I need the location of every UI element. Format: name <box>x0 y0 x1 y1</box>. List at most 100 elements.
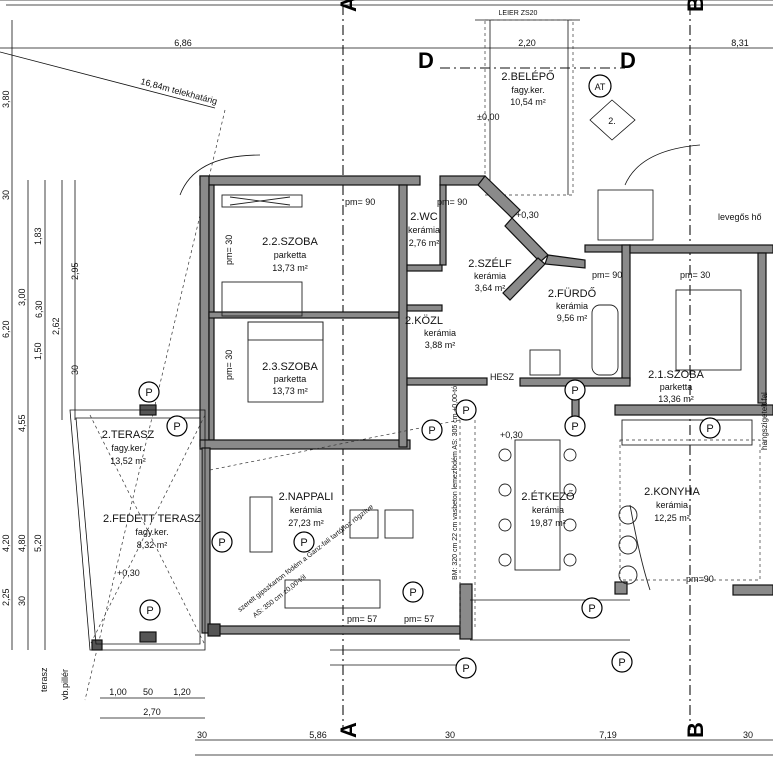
dim-bottom-5: 30 <box>743 730 753 740</box>
p-marker: P <box>611 651 633 673</box>
top-dimension-line: 6,86 2,20 8,31 LEIER ZS20 <box>0 0 773 49</box>
dim-left-5: 3,00 <box>17 288 27 306</box>
section-D-right: D <box>620 48 636 73</box>
p-marker: P <box>138 381 160 403</box>
pm90-b: pm= 90 <box>437 197 467 207</box>
note-level1: ±0,00 <box>477 112 499 122</box>
room-floor-szelf: kerámia <box>474 271 506 281</box>
property-boundary: 16,84m telekhatárig <box>0 51 226 701</box>
dim-left-9: 1,50 <box>33 342 43 360</box>
room-name-szoba22: 2.2.SZOBA <box>262 236 318 248</box>
dim-terr-total: 2,70 <box>143 707 161 717</box>
room-floor-kozl: kerámia <box>424 328 456 338</box>
note-level3: +0,30 <box>516 210 539 220</box>
section-lines: D D A A B B <box>336 0 708 738</box>
room-name-kozl: 2.KÖZL <box>405 315 443 327</box>
section-B-bottom: B <box>683 722 708 738</box>
room-area-kozl: 3,88 m² <box>425 340 456 350</box>
sound-wall-note: hangszigetelt fal <box>760 392 769 450</box>
p-marker-label: P <box>173 421 180 433</box>
note-at: AT <box>595 82 606 92</box>
pm57-b: pm= 57 <box>404 614 434 624</box>
dim-bottom-1: 30 <box>197 730 207 740</box>
curve-wall <box>179 154 261 196</box>
room-floor-konyha: kerámia <box>656 500 688 510</box>
slab-note: BM: 320 cm 22 cm vasbeton lemezfödém AS:… <box>452 384 459 580</box>
p-marker: P <box>564 415 586 437</box>
room-floor-terasz: fagy.ker. <box>111 443 144 453</box>
room-area-etkezo: 19,87 m² <box>530 518 566 528</box>
section-A-bottom: A <box>336 722 361 738</box>
note-level4: +0,30 <box>117 568 140 578</box>
p-marker: P <box>455 657 477 679</box>
room-name-furdo: 2.FÜRDŐ <box>548 286 597 300</box>
p-marker-label: P <box>146 605 153 617</box>
room-floor-szoba21: parketta <box>660 382 693 392</box>
dim-terr-3: 1,20 <box>173 687 191 697</box>
dim-left-8: 2,62 <box>51 317 61 335</box>
room-floor-belepo: fagy.ker. <box>511 85 544 95</box>
dim-left-0: 3,80 <box>1 90 11 108</box>
dim-terr-1: 1,00 <box>109 687 127 697</box>
p-marker-label: P <box>145 387 152 399</box>
room-area-wc: 2,76 m² <box>409 238 440 248</box>
room-floor-fedett: fagy.ker. <box>135 527 168 537</box>
room-name-belepo: 2.BELÉPŐ <box>501 69 555 83</box>
dim-left-16: 5,20 <box>33 534 43 552</box>
bottom-dimension-line: 30 5,86 30 7,19 30 <box>195 730 773 756</box>
dim-left-12: 4,55 <box>17 414 27 432</box>
dim-top-left: 6,86 <box>174 38 192 48</box>
pm90-d: pm=90 <box>686 574 714 584</box>
dim-bottom-3: 30 <box>445 730 455 740</box>
room-area-furdo: 9,56 m² <box>557 313 588 323</box>
p-marker: P <box>211 531 233 553</box>
p-marker: P <box>581 597 603 619</box>
room-area-fedett: 8,32 m² <box>137 540 168 550</box>
pm57-a: pm= 57 <box>347 614 377 624</box>
room-name-szoba21: 2.1.SZOBA <box>648 369 704 381</box>
room-name-szelf: 2.SZÉLF <box>468 257 512 270</box>
p-marker-label: P <box>571 385 578 397</box>
p-marker: P <box>699 417 721 439</box>
curve-wall-2 <box>624 144 701 186</box>
room-floor-szoba22: parketta <box>274 250 307 260</box>
dim-left-6: 6,30 <box>34 300 44 318</box>
p-marker-label: P <box>571 421 578 433</box>
dim-top-mid: 2,20 <box>518 38 536 48</box>
p-marker: P <box>564 379 586 401</box>
dim-bottom-2: 5,86 <box>309 730 327 740</box>
room-floor-szoba23: parketta <box>274 374 307 384</box>
room-floor-nappali: kerámia <box>290 505 322 515</box>
note-level2: +0,30 <box>500 430 523 440</box>
p-marker: P <box>293 531 315 553</box>
header-lintel: LEIER ZS20 <box>499 10 538 17</box>
dim-left-17: 2,25 <box>1 588 11 606</box>
furniture <box>221 189 753 666</box>
dim-terr-2: 50 <box>143 687 153 697</box>
entrance-canopy <box>484 19 574 196</box>
room-floor-furdo: kerámia <box>556 301 588 311</box>
p-marker: P <box>455 399 477 421</box>
room-name-etkezo: 2.ÉTKEZŐ <box>521 489 575 503</box>
room-name-wc: 2.WC <box>410 211 438 223</box>
room-area-szelf: 3,64 m² <box>475 283 506 293</box>
pm90-c: pm= 90 <box>592 270 622 280</box>
p-marker-label: P <box>409 587 416 599</box>
p-marker-label: P <box>428 425 435 437</box>
room-name-nappali: 2.NAPPALI <box>279 491 334 503</box>
room-area-konyha: 12,25 m² <box>654 513 690 523</box>
room-area-szoba23: 13,73 m² <box>272 386 308 396</box>
dim-left-7: 6,20 <box>1 320 11 338</box>
room-floor-etkezo: kerámia <box>532 505 564 515</box>
p-marker: P <box>139 599 161 621</box>
pm30-b: pm= 30 <box>224 350 234 380</box>
dim-left-1: 30 <box>1 190 11 200</box>
note-hesz: HESZ <box>490 372 515 382</box>
dim-top-right: 8,31 <box>731 38 749 48</box>
pm30-a: pm= 30 <box>224 235 234 265</box>
p-marker-label: P <box>462 663 469 675</box>
dim-terasz: terasz <box>39 667 49 692</box>
p-markers: P P P P P P P P P P P P P P <box>138 379 721 679</box>
room-name-terasz: 2.TERASZ <box>102 429 155 441</box>
slab-dashes <box>209 419 761 630</box>
